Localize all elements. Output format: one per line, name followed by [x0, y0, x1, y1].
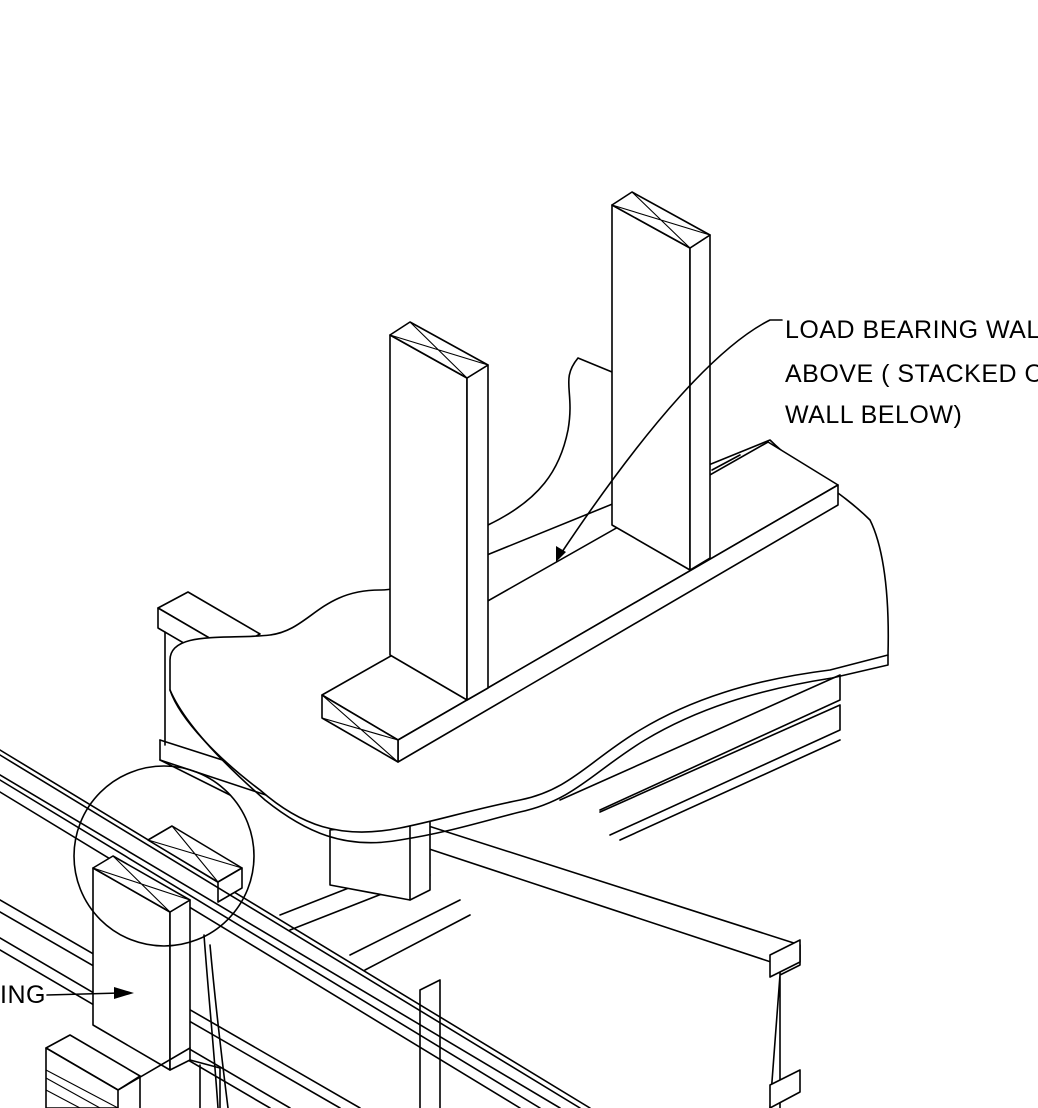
load-bearing-label-line2: ABOVE ( STACKED ON	[785, 360, 1038, 388]
lower-plates-right	[559, 674, 841, 841]
blocking-leader	[46, 992, 121, 996]
stud-right	[611, 191, 711, 571]
lower-header-beam	[159, 739, 801, 1108]
floor-joist-left-1	[0, 749, 591, 1108]
detail-circle	[73, 765, 255, 947]
load-bearing-label-line3: WALL BELOW)	[785, 401, 962, 429]
lower-header-beam-end	[769, 939, 801, 978]
load-bearing-label-line1: LOAD BEARING WALL	[785, 316, 1038, 344]
lower-header-beam-end-2	[769, 1069, 801, 1108]
blocking-label-partial: ING	[0, 981, 46, 1009]
wall-break-line	[487, 357, 613, 526]
load-bearing-arrowhead	[556, 546, 566, 562]
load-bearing-leader	[559, 319, 783, 556]
blocking-arrowhead	[114, 987, 134, 999]
support-post	[329, 819, 431, 901]
lower-wall-detail	[0, 754, 581, 1108]
stud-left	[389, 321, 489, 701]
lower-floor-framing	[0, 674, 841, 1108]
